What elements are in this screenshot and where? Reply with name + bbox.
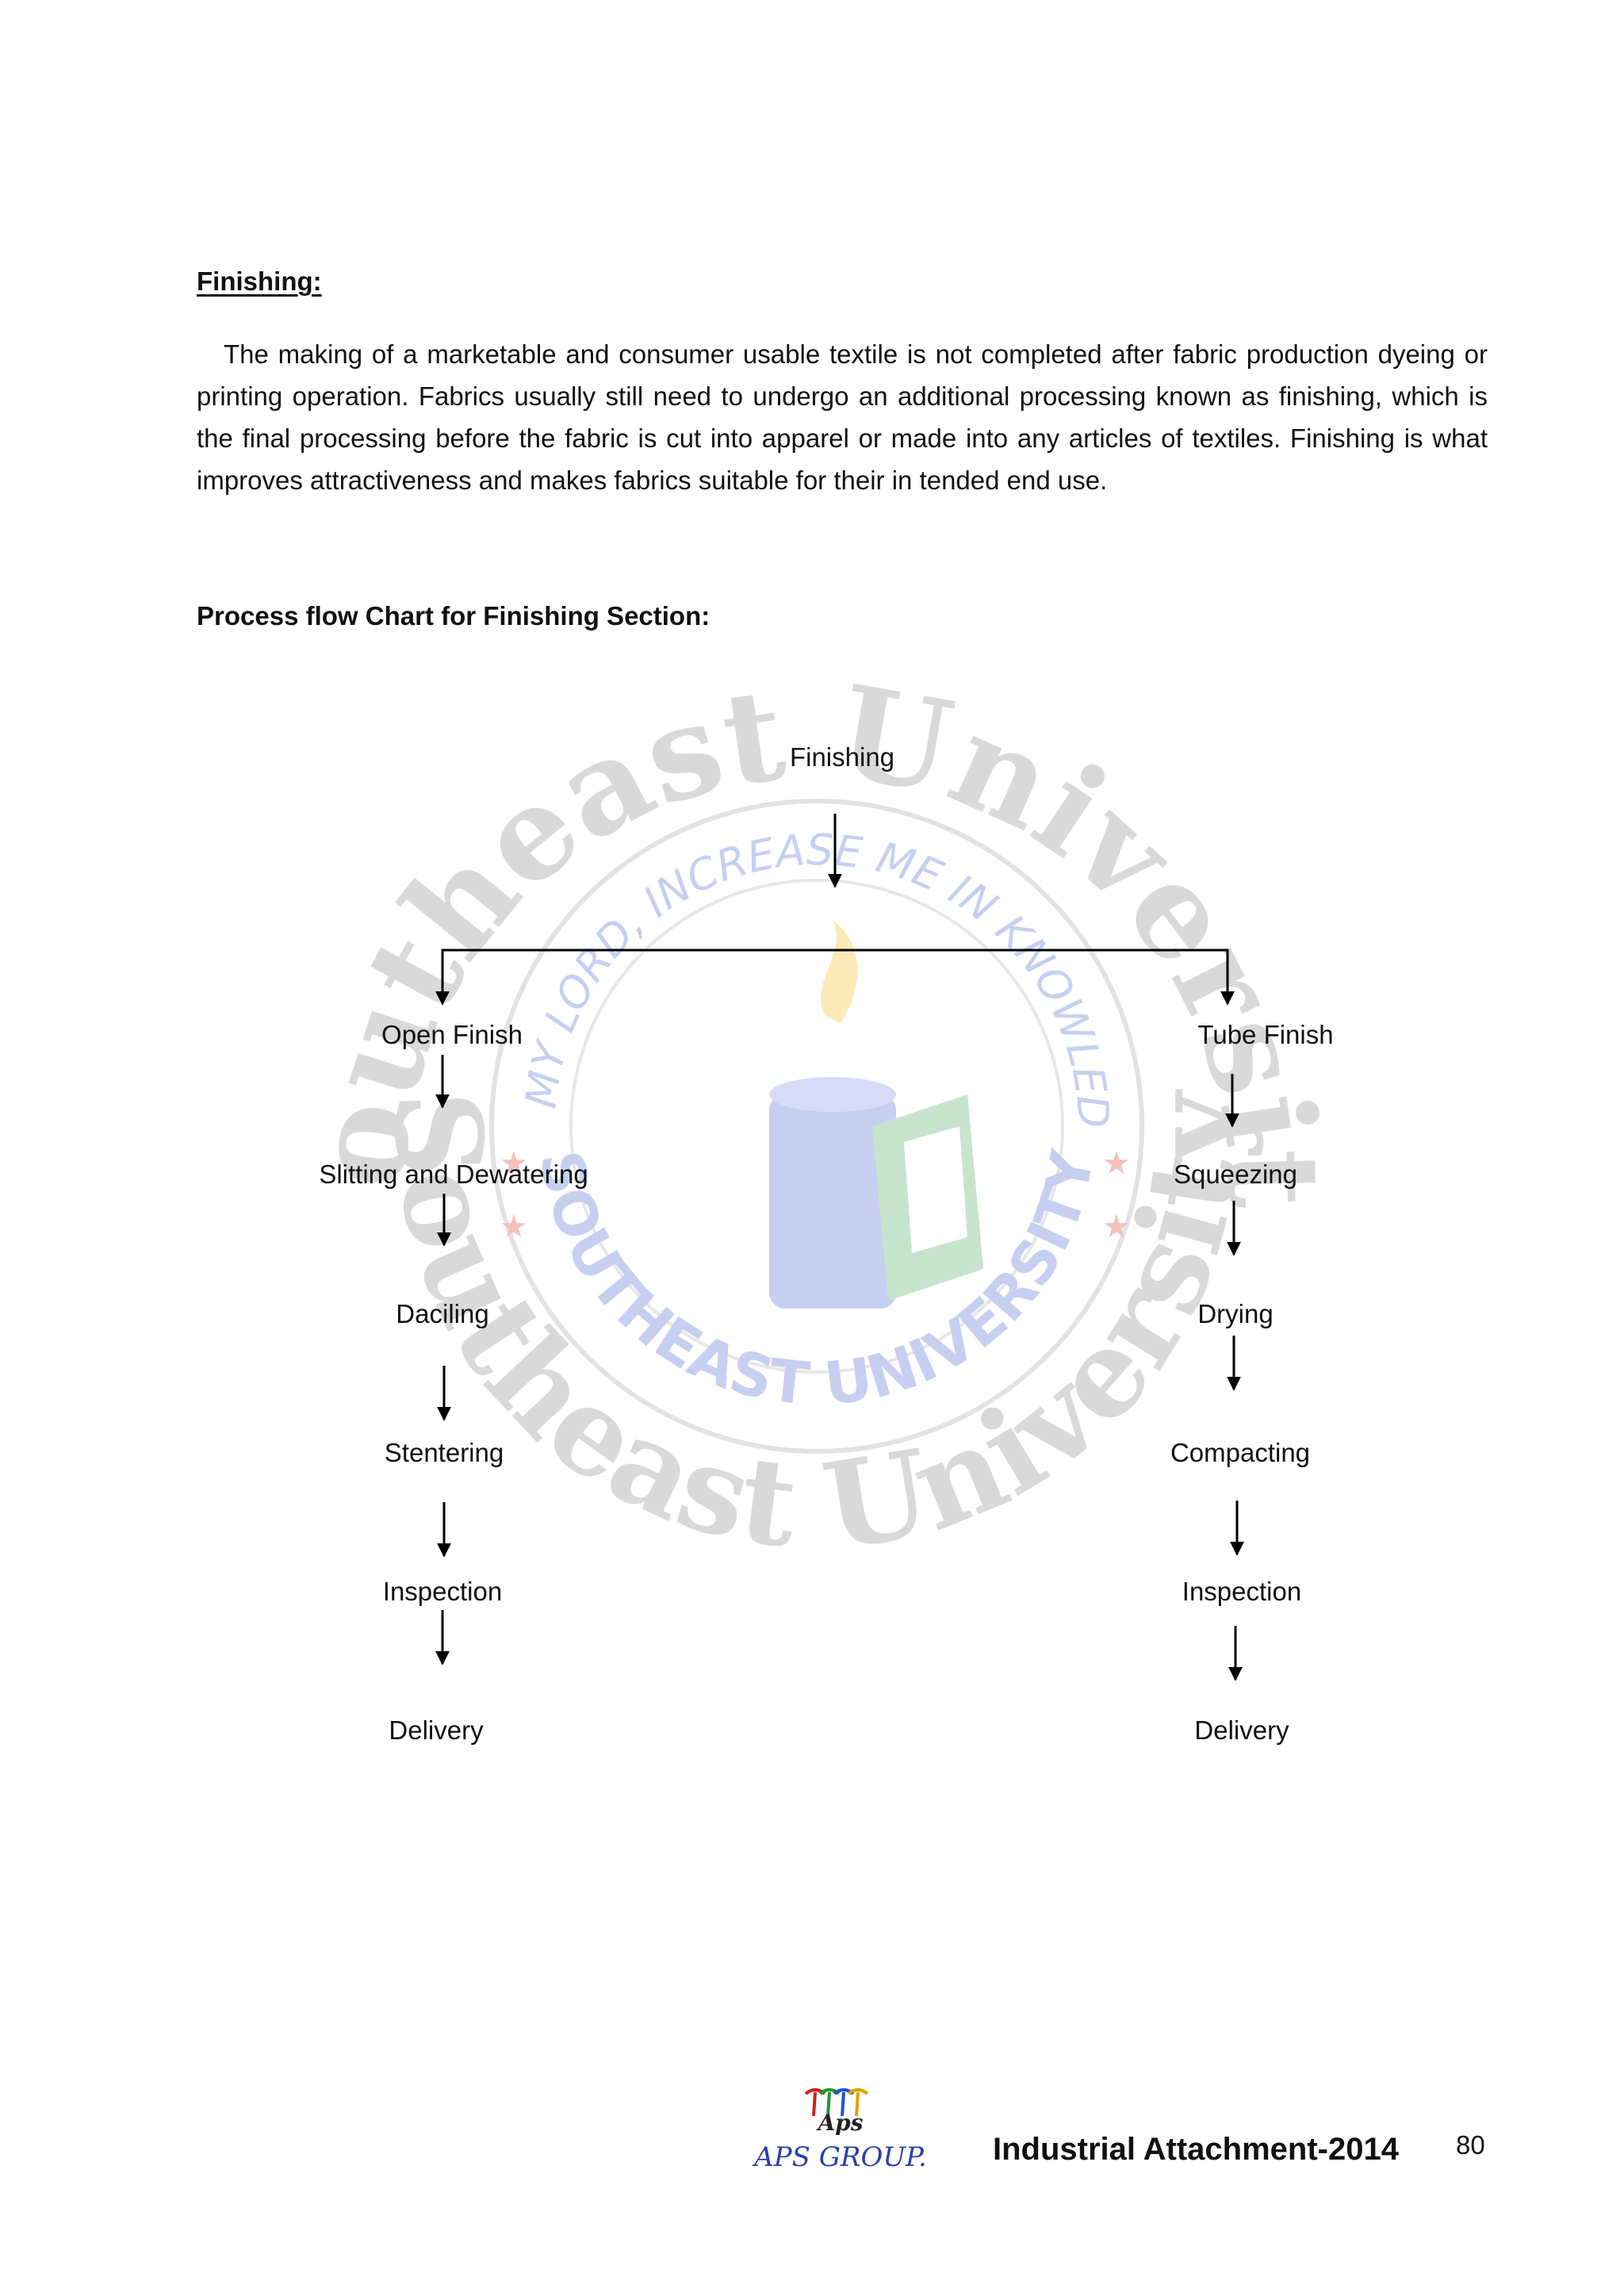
branch-bar — [441, 949, 1235, 1006]
flow-left-step: Delivery — [389, 1715, 484, 1745]
flow-left-step: Inspection — [382, 1577, 503, 1606]
svg-text:★: ★ — [1102, 1209, 1131, 1244]
svg-text:SOUTHEAST UNIVERSITY: SOUTHEAST UNIVERSITY — [526, 1144, 1108, 1419]
flow-left-step: Stentering — [384, 1438, 504, 1467]
section-heading: Finishing: — [197, 266, 322, 296]
flow-left-step: Slitting and Dewatering — [319, 1159, 588, 1189]
section-paragraph: The making of a marketable and consumer … — [197, 339, 1488, 495]
flow-right-step: Drying — [1197, 1299, 1274, 1328]
flow-right-step: Tube Finish — [1197, 1020, 1334, 1049]
logo-script: Aps — [818, 2110, 864, 2136]
svg-text:★: ★ — [500, 1209, 528, 1244]
aps-group-logo: Aps APS GROUP. — [745, 2086, 936, 2181]
chart-heading: Process flow Chart for Finishing Section… — [197, 601, 710, 631]
flow-right-step: Delivery — [1194, 1715, 1289, 1745]
flow-left-step: Open Finish — [381, 1020, 523, 1049]
flow-right-step: Inspection — [1182, 1577, 1302, 1606]
flow-right-step: Squeezing — [1174, 1159, 1297, 1189]
footer-title: Industrial Attachment-2014 — [993, 2132, 1399, 2167]
university-watermark-seal: Southeast University Southeast Universit… — [301, 682, 1332, 1577]
page-number: 80 — [1456, 2130, 1485, 2160]
flow-left-step: Daciling — [396, 1299, 489, 1328]
palm-tree-icon — [804, 2088, 869, 2117]
svg-text:★: ★ — [1102, 1146, 1131, 1181]
flow-root-label: Finishing — [789, 742, 895, 772]
logo-text: APS GROUP. — [754, 2141, 927, 2173]
svg-text:OH MY LORD, INCREASE ME IN KNO: OH MY LORD, INCREASE ME IN KNOWLEDGE — [301, 682, 1119, 1129]
flow-right-step: Compacting — [1170, 1438, 1311, 1467]
